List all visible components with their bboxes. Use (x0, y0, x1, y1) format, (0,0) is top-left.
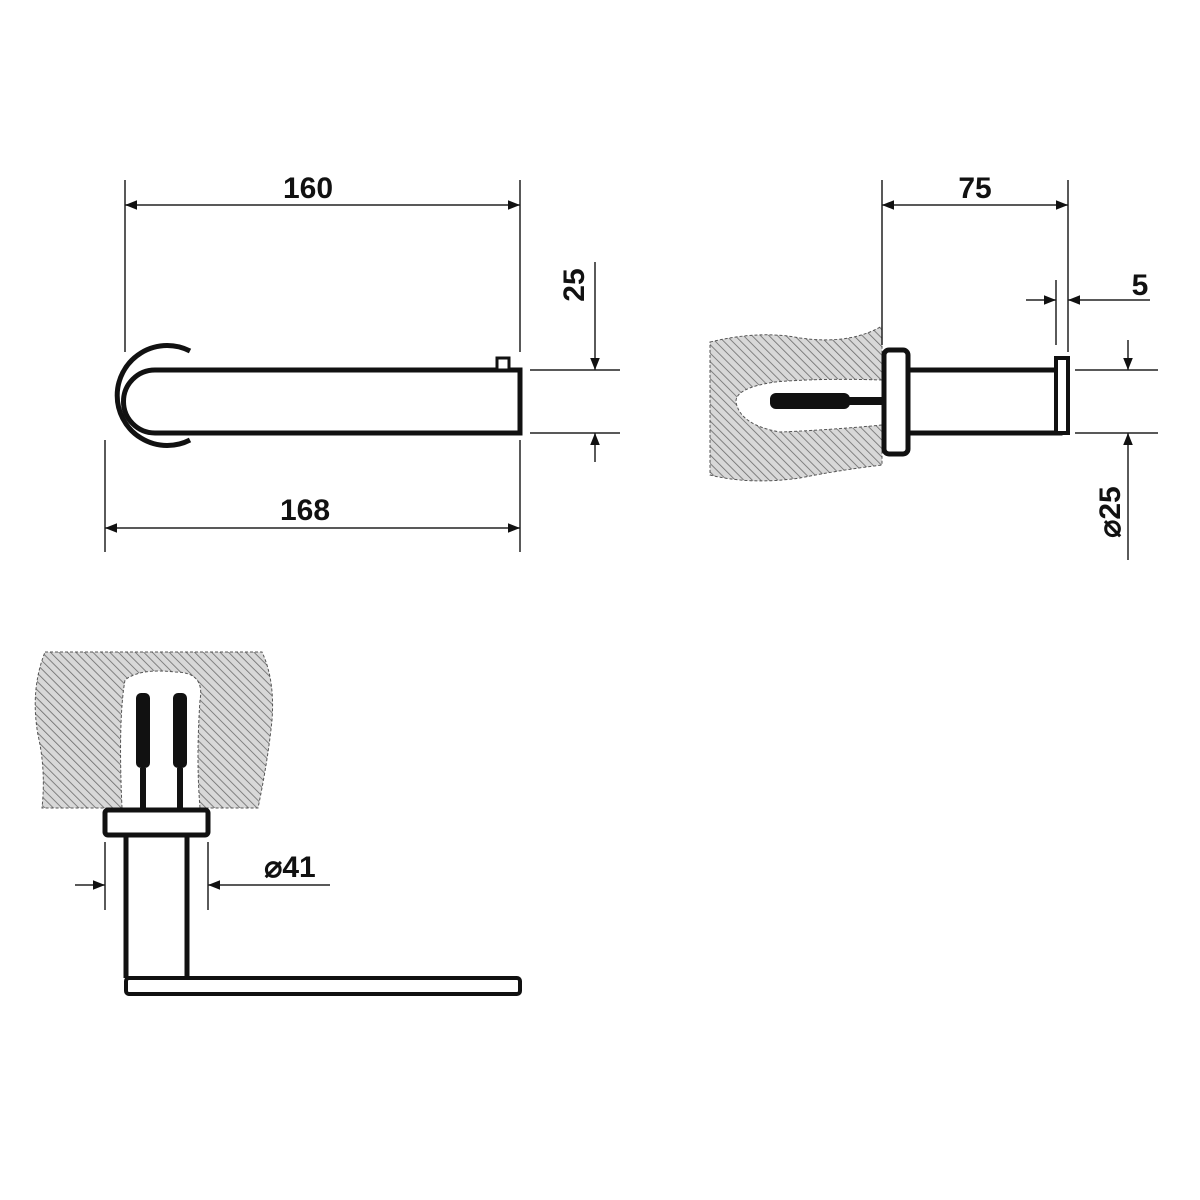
dim-diameter-25: ⌀25 (1094, 486, 1127, 537)
holder-bar (121, 367, 523, 436)
holder-bar (124, 976, 522, 996)
dim-168: 168 (280, 494, 330, 527)
dim-160: 160 (283, 172, 333, 205)
side-view: 75 5 ⌀25 (709, 172, 1158, 560)
rosette (102, 807, 211, 838)
holder-bar (905, 367, 1063, 436)
wall-cavity (120, 670, 202, 809)
rosette (881, 347, 911, 457)
dim-25: 25 (558, 268, 591, 301)
dim-5: 5 (1132, 269, 1149, 302)
dim-diameter-41: ⌀41 (264, 851, 315, 884)
end-tab (495, 356, 511, 372)
wall-anchor (770, 393, 885, 409)
front-view: 160 168 25 (104, 172, 620, 552)
wall-anchors (136, 693, 187, 810)
end-cap (1054, 356, 1070, 435)
bottom-view: ⌀41 (34, 651, 522, 996)
dim-75: 75 (958, 172, 991, 205)
rosette (114, 343, 192, 448)
